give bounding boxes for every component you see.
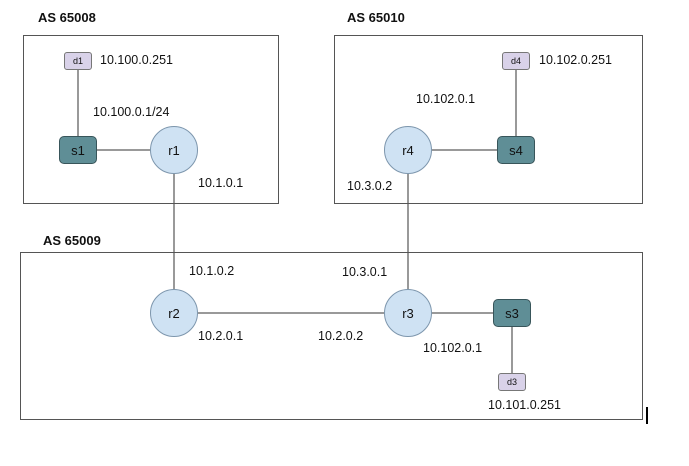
as-box-65009 (20, 252, 643, 420)
router-r4[interactable]: r4 (384, 126, 432, 174)
device-d1-label: d1 (72, 56, 83, 66)
device-d1[interactable]: d1 (64, 52, 92, 70)
ip-r3-up: 10.3.0.1 (342, 265, 388, 279)
ip-s1-subnet: 10.100.0.1/24 (93, 105, 170, 119)
ip-r4-lan: 10.102.0.1 (416, 92, 476, 106)
switch-s4[interactable]: s4 (497, 136, 535, 164)
as-label-65008: AS 65008 (38, 10, 96, 25)
router-r1[interactable]: r1 (150, 126, 198, 174)
as-label-65009: AS 65009 (43, 233, 101, 248)
ip-r3-link: 10.2.0.2 (318, 329, 364, 343)
switch-s3-label: s3 (505, 305, 519, 321)
as-box-65008 (23, 35, 279, 204)
device-d4-label: d4 (510, 56, 521, 66)
ip-r3-lan: 10.102.0.1 (423, 341, 483, 355)
device-d4[interactable]: d4 (502, 52, 530, 70)
switch-s4-label: s4 (509, 142, 523, 158)
router-r3-label: r3 (402, 305, 414, 321)
switch-s1-label: s1 (71, 142, 85, 158)
as-label-65010: AS 65010 (347, 10, 405, 25)
ip-r2-link: 10.2.0.1 (198, 329, 244, 343)
switch-s3[interactable]: s3 (493, 299, 531, 327)
text-cursor (646, 407, 648, 424)
ip-r2-up: 10.1.0.2 (189, 264, 235, 278)
ip-d1: 10.100.0.251 (100, 53, 173, 67)
device-d3[interactable]: d3 (498, 373, 526, 391)
ip-r1-uplink: 10.1.0.1 (198, 176, 244, 190)
router-r3[interactable]: r3 (384, 289, 432, 337)
ip-d4: 10.102.0.251 (539, 53, 612, 67)
switch-s1[interactable]: s1 (59, 136, 97, 164)
router-r2-label: r2 (168, 305, 180, 321)
as-box-65010 (334, 35, 643, 204)
router-r2[interactable]: r2 (150, 289, 198, 337)
ip-d3: 10.101.0.251 (488, 398, 561, 412)
ip-r4-uplink: 10.3.0.2 (347, 179, 393, 193)
router-r4-label: r4 (402, 142, 414, 158)
router-r1-label: r1 (168, 142, 180, 158)
device-d3-label: d3 (506, 377, 517, 387)
